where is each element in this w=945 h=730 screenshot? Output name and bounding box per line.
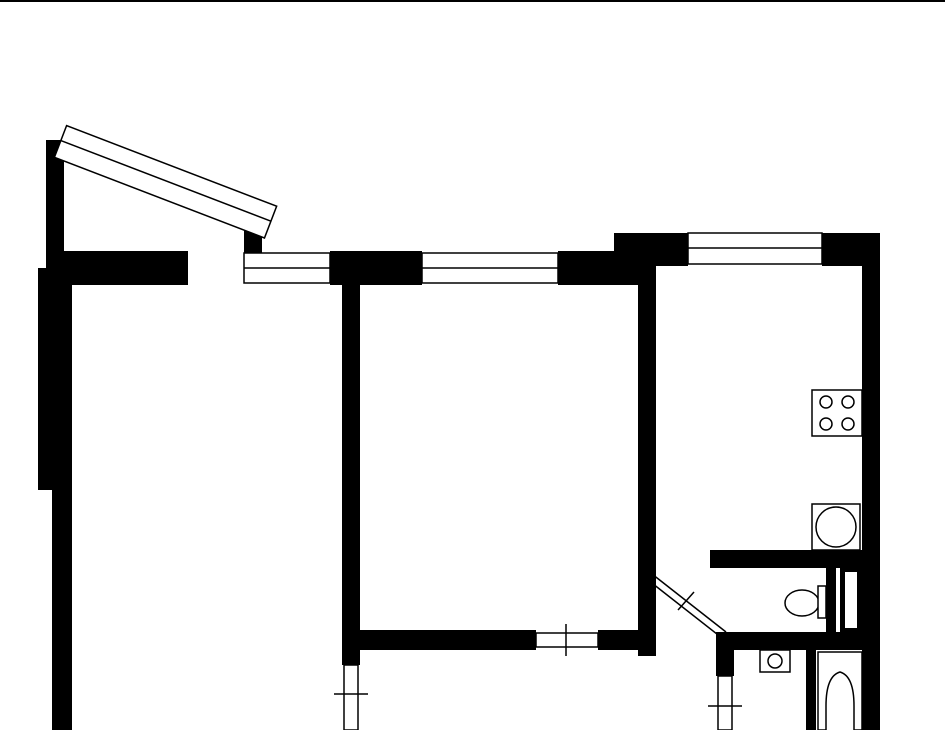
- wall-kitchen-left: [638, 266, 656, 656]
- toilet-icon: [784, 585, 827, 619]
- wall-kitchen-bottom: [710, 550, 862, 568]
- exterior-walls: [38, 233, 880, 730]
- wall-right: [862, 233, 880, 730]
- wall-top-mid-a: [330, 251, 422, 285]
- wall-middle-room-bottom-a: [342, 630, 536, 650]
- sink-icon: [811, 503, 861, 551]
- wall-bath-divider: [806, 650, 816, 730]
- door-bathroom: [708, 675, 742, 730]
- wall-wc-top: [716, 632, 862, 650]
- toilet-tank-icon: [840, 566, 862, 634]
- window-balcony-door: [243, 252, 331, 284]
- door-kitchen: [647, 573, 727, 639]
- door-middle-room: [535, 624, 599, 656]
- balcony-wall-left: [46, 140, 64, 260]
- wall-left-room-right: [342, 285, 360, 665]
- wall-left: [52, 251, 72, 730]
- window-kitchen: [687, 232, 823, 265]
- interior-walls: [342, 266, 862, 730]
- window-middle-room: [421, 252, 559, 284]
- wall-toilet-left: [826, 550, 836, 636]
- top-border-line: [0, 0, 945, 2]
- windows: [243, 232, 823, 284]
- doors: [334, 573, 742, 730]
- washbasin-icon: [759, 649, 791, 673]
- bathtub-icon: [817, 651, 863, 730]
- balcony-railing: [53, 124, 278, 239]
- wall-bath-left: [716, 632, 734, 676]
- stove-icon: [811, 389, 863, 437]
- wall-left-outer: [38, 268, 56, 490]
- fixtures: [759, 389, 863, 730]
- door-left-room: [334, 664, 368, 730]
- wall-top-kitchen-a: [614, 233, 688, 266]
- balcony: [46, 124, 278, 260]
